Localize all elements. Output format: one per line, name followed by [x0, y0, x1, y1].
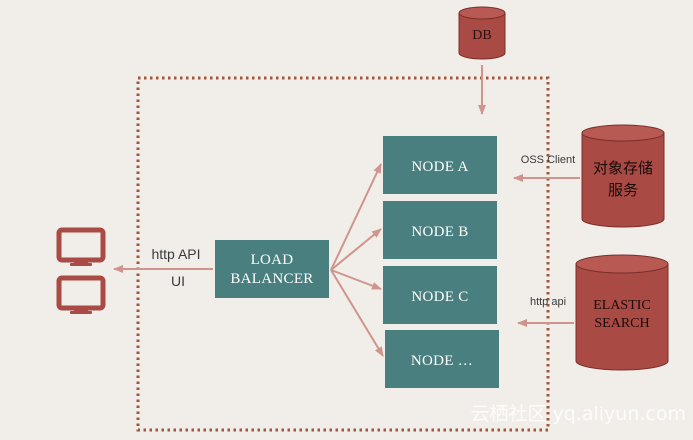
edge-label-ui: UI — [171, 273, 185, 289]
watermark: 云栖社区 yq.aliyun.com — [470, 403, 686, 425]
node-a-label: NODE A — [411, 159, 468, 175]
node-b-box — [383, 201, 497, 259]
load-balancer-label-line2: BALANCER — [230, 271, 313, 287]
node-c-label: NODE C — [411, 289, 468, 305]
edge-label-http-api-lower: http api — [530, 296, 566, 308]
system-boundary — [136, 76, 550, 432]
node-more-box — [385, 330, 499, 388]
node-more-label: NODE … — [411, 353, 473, 369]
arrow-lb-to-node-c — [330, 269, 382, 290]
monitor-icon — [56, 227, 106, 266]
object-storage-cylinder: 对象存储 服务 — [581, 124, 665, 228]
arrow-lb-to-node-a — [330, 163, 382, 271]
arrow-lb-to-node-more — [330, 269, 384, 357]
load-balancer-box — [215, 240, 329, 298]
node-c-box — [383, 266, 497, 324]
elasticsearch-label-line2: SEARCH — [594, 316, 649, 331]
load-balancer-label-line1: LOAD — [251, 252, 294, 268]
db-cylinder: DB — [458, 6, 506, 60]
arrow-lb-to-node-b — [330, 228, 382, 271]
elasticsearch-label-line1: ELASTIC — [593, 298, 651, 313]
node-b-label: NODE B — [411, 224, 468, 240]
object-storage-label-line1: 对象存储 — [593, 159, 653, 177]
monitor-icon — [56, 275, 106, 314]
edge-label-http-api: http API — [151, 246, 200, 262]
db-label: DB — [472, 28, 491, 43]
object-storage-label-line2: 服务 — [608, 181, 638, 199]
edge-label-oss-client: OSS Client — [521, 154, 575, 166]
elasticsearch-cylinder: ELASTIC SEARCH — [575, 254, 669, 371]
node-a-box — [383, 136, 497, 194]
